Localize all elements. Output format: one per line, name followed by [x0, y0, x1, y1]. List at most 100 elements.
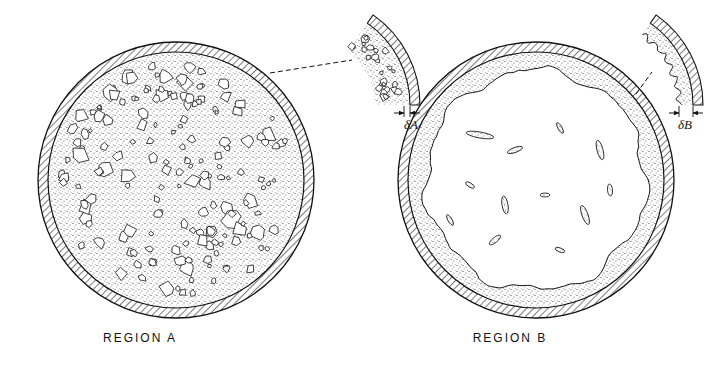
gas-bubble — [185, 257, 193, 263]
gas-bubble — [247, 233, 252, 238]
gas-bubble — [200, 171, 209, 180]
gas-bubble — [392, 70, 395, 73]
gas-bubble — [159, 86, 165, 92]
liquid-wisp — [500, 196, 509, 215]
region-a-cross-section — [38, 42, 314, 318]
gas-bubble — [183, 241, 189, 247]
gas-bubble — [101, 142, 108, 150]
region-label: REGION A — [103, 331, 177, 345]
detail-leader — [636, 72, 652, 94]
gas-bubble — [149, 259, 157, 266]
gas-bubble — [73, 148, 89, 162]
gas-bubble — [235, 100, 245, 108]
gas-bubble — [214, 250, 219, 256]
gas-bubble — [137, 119, 147, 131]
gas-bubble — [348, 42, 356, 51]
extension-line — [693, 106, 694, 117]
gas-bubble — [73, 139, 81, 147]
gas-bubble — [144, 88, 149, 93]
gas-bubble — [362, 47, 367, 53]
gas-bubble — [178, 125, 183, 128]
gas-bubble — [159, 184, 165, 190]
gas-bubble — [181, 218, 188, 228]
gas-bubble — [178, 184, 181, 188]
gas-bubble — [218, 79, 228, 89]
gas-bubble — [180, 115, 188, 123]
gas-bubble — [199, 159, 203, 163]
gas-bubble — [363, 35, 368, 40]
gas-bubble — [135, 97, 140, 101]
gas-bubble — [179, 289, 186, 295]
gas-bubble — [124, 224, 137, 237]
extension-line — [679, 106, 680, 117]
pipe-wall-inner — [408, 52, 664, 308]
gas-bubble — [174, 256, 185, 265]
liquid-fill — [347, 23, 410, 105]
gas-bubble — [86, 220, 93, 227]
gas-bubble — [103, 114, 113, 125]
gas-bubble — [192, 101, 198, 107]
gas-bubble — [380, 78, 387, 87]
gas-bubble — [251, 225, 265, 240]
gas-bubble — [272, 143, 279, 150]
gas-bubble — [261, 140, 269, 147]
gas-bubble — [374, 49, 379, 53]
gas-bubble — [261, 186, 265, 190]
gas-bubble — [255, 211, 262, 216]
gas-bubble — [162, 165, 172, 175]
gas-bubble — [81, 200, 88, 209]
film-thickness-label: δA — [404, 118, 418, 132]
liquid-film — [408, 52, 664, 308]
gas-bubble — [94, 167, 103, 176]
gas-bubble — [233, 222, 247, 236]
gas-bubble — [153, 95, 160, 102]
gas-bubble — [187, 135, 195, 143]
gas-bubble — [241, 135, 254, 148]
gas-bubble — [217, 165, 222, 169]
gas-bubble — [233, 107, 242, 116]
liquid-wisp — [466, 130, 495, 141]
gas-bubble — [130, 139, 136, 144]
gas-bubble — [247, 265, 254, 273]
gas-bubble — [366, 55, 370, 60]
gas-bubble — [170, 93, 177, 100]
gas-bubble — [222, 234, 227, 238]
liquid-wisp — [595, 140, 606, 161]
gas-bubble — [199, 207, 209, 216]
gas-bubble — [154, 210, 163, 218]
gas-bubble — [66, 157, 71, 163]
gas-bubble — [60, 178, 68, 186]
gas-bubble — [382, 47, 388, 54]
gas-bubble — [362, 42, 365, 45]
pipe-wall — [367, 15, 420, 105]
gas-bubble — [184, 175, 200, 188]
gas-bubble — [258, 177, 264, 183]
gas-bubble — [121, 170, 135, 182]
gas-bubble — [155, 73, 159, 78]
gas-bubble — [88, 129, 92, 133]
gas-bubble — [148, 62, 155, 69]
liquid-fill — [48, 52, 304, 308]
gas-bubble — [208, 264, 212, 268]
pipe-wall — [43, 47, 309, 313]
gas-bubble — [184, 157, 190, 163]
extension-line — [404, 106, 405, 117]
dimension-arrow — [410, 113, 420, 114]
gas-bubble — [138, 275, 145, 282]
gas-bubble — [241, 221, 245, 226]
gas-bubble — [97, 105, 102, 111]
gas-bubble — [189, 227, 196, 233]
gas-bubble — [154, 122, 157, 128]
gas-bubble — [90, 110, 97, 115]
gas-bubble — [134, 260, 142, 268]
pipe-wall-inner — [48, 52, 304, 308]
gas-bubble — [207, 226, 215, 235]
liquid-wisp — [445, 214, 454, 226]
gas-bubble — [172, 245, 180, 254]
gas-bubble — [176, 168, 184, 175]
gas-bubble — [79, 199, 91, 214]
gas-bubble — [244, 199, 249, 205]
liquid-wisp — [488, 234, 502, 247]
gas-bubble — [270, 116, 275, 120]
